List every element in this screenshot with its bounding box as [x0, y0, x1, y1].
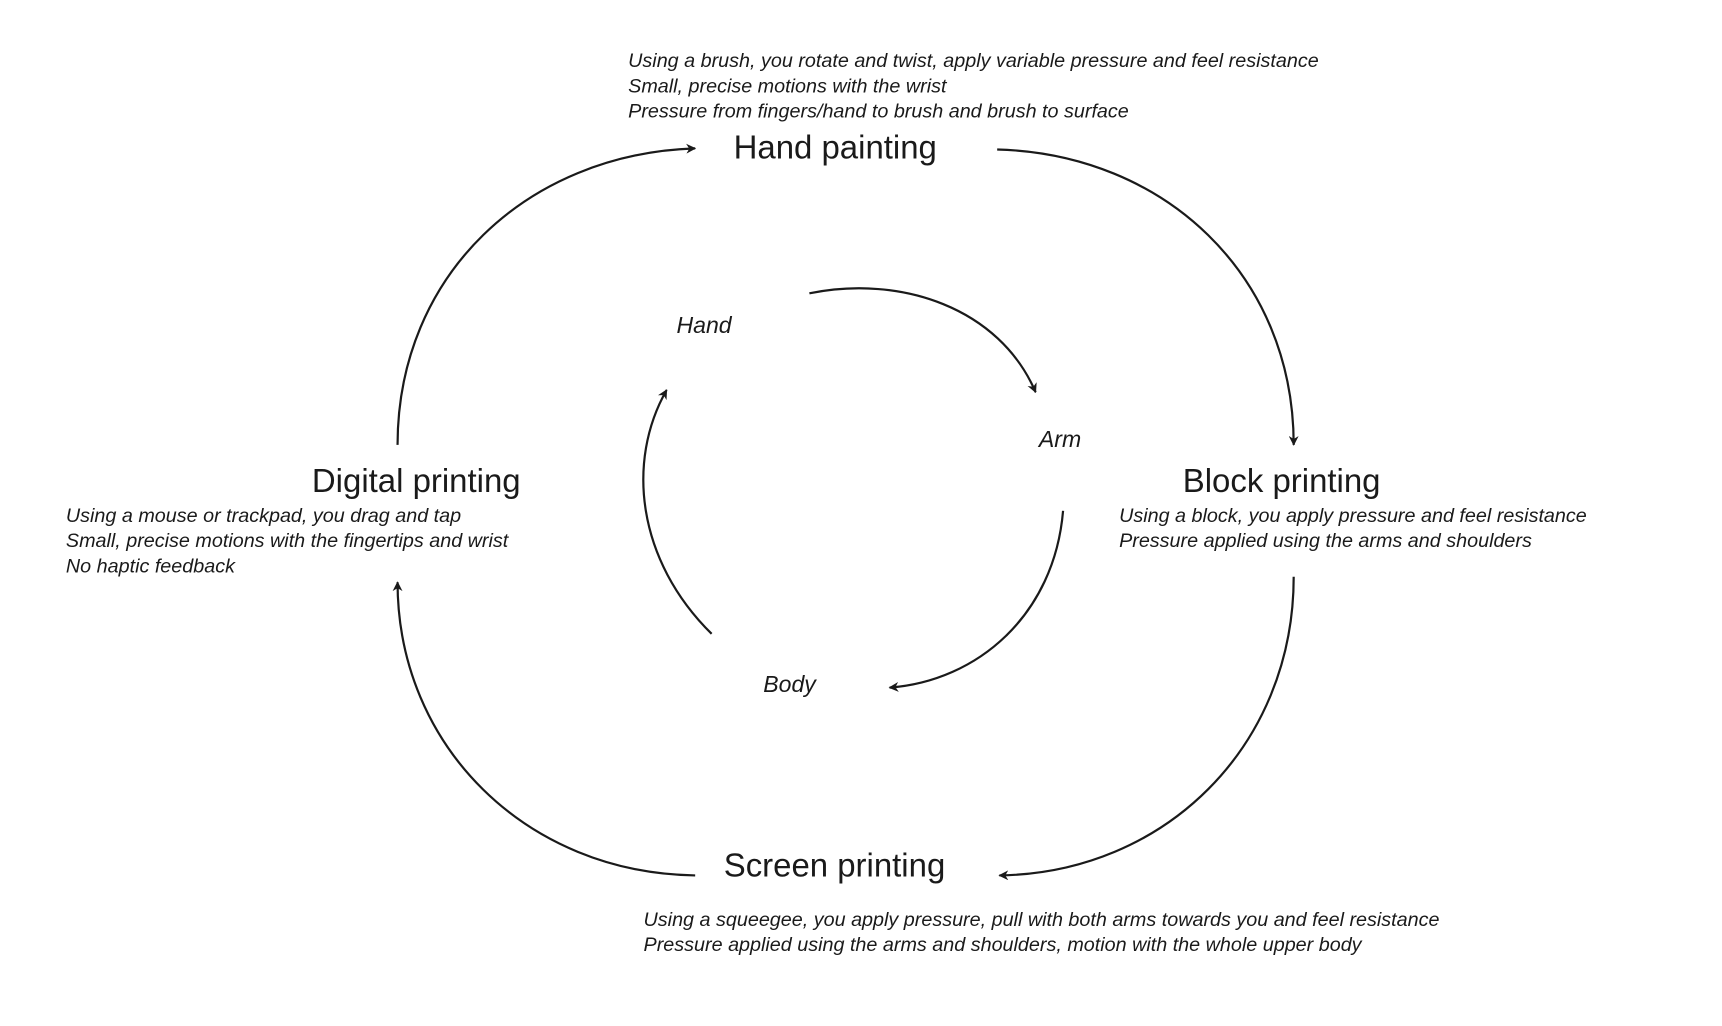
arrow-digital-to-hand [396, 143, 697, 445]
hand-painting-title: Hand painting [734, 128, 937, 165]
inner-label-body: Body [763, 671, 817, 697]
arrow-body-to-hand [642, 389, 713, 635]
arrow-arm-to-body [888, 510, 1065, 692]
inner-label-arm: Arm [1037, 426, 1081, 452]
digital-printing-desc-1: Using a mouse or trackpad, you drag and … [66, 505, 461, 527]
block-printing-title: Block printing [1183, 462, 1381, 499]
screen-printing-title: Screen printing [724, 847, 946, 884]
inner-label-hand: Hand [677, 312, 733, 338]
digital-printing-desc-2: Small, precise motions with the fingerti… [66, 530, 510, 552]
screen-printing-desc-2: Pressure applied using the arms and shou… [644, 934, 1363, 956]
digital-printing-desc-3: No haptic feedback [66, 555, 236, 577]
hand-painting-desc-3: Pressure from fingers/hand to brush and … [628, 101, 1129, 123]
screen-printing-desc-1: Using a squeegee, you apply pressure, pu… [644, 909, 1440, 931]
block-printing-desc-2: Pressure applied using the arms and shou… [1119, 530, 1532, 552]
arrow-hand-to-block [997, 148, 1299, 446]
hand-painting-desc-2: Small, precise motions with the wrist [628, 75, 948, 97]
digital-printing-title: Digital printing [312, 462, 521, 499]
block-printing-desc-1: Using a block, you apply pressure and fe… [1119, 505, 1587, 527]
arrow-screen-to-digital [392, 581, 696, 877]
arrow-hand-to-arm [809, 287, 1037, 394]
arrow-block-to-screen [998, 576, 1295, 881]
hand-painting-desc-1: Using a brush, you rotate and twist, app… [628, 50, 1319, 72]
